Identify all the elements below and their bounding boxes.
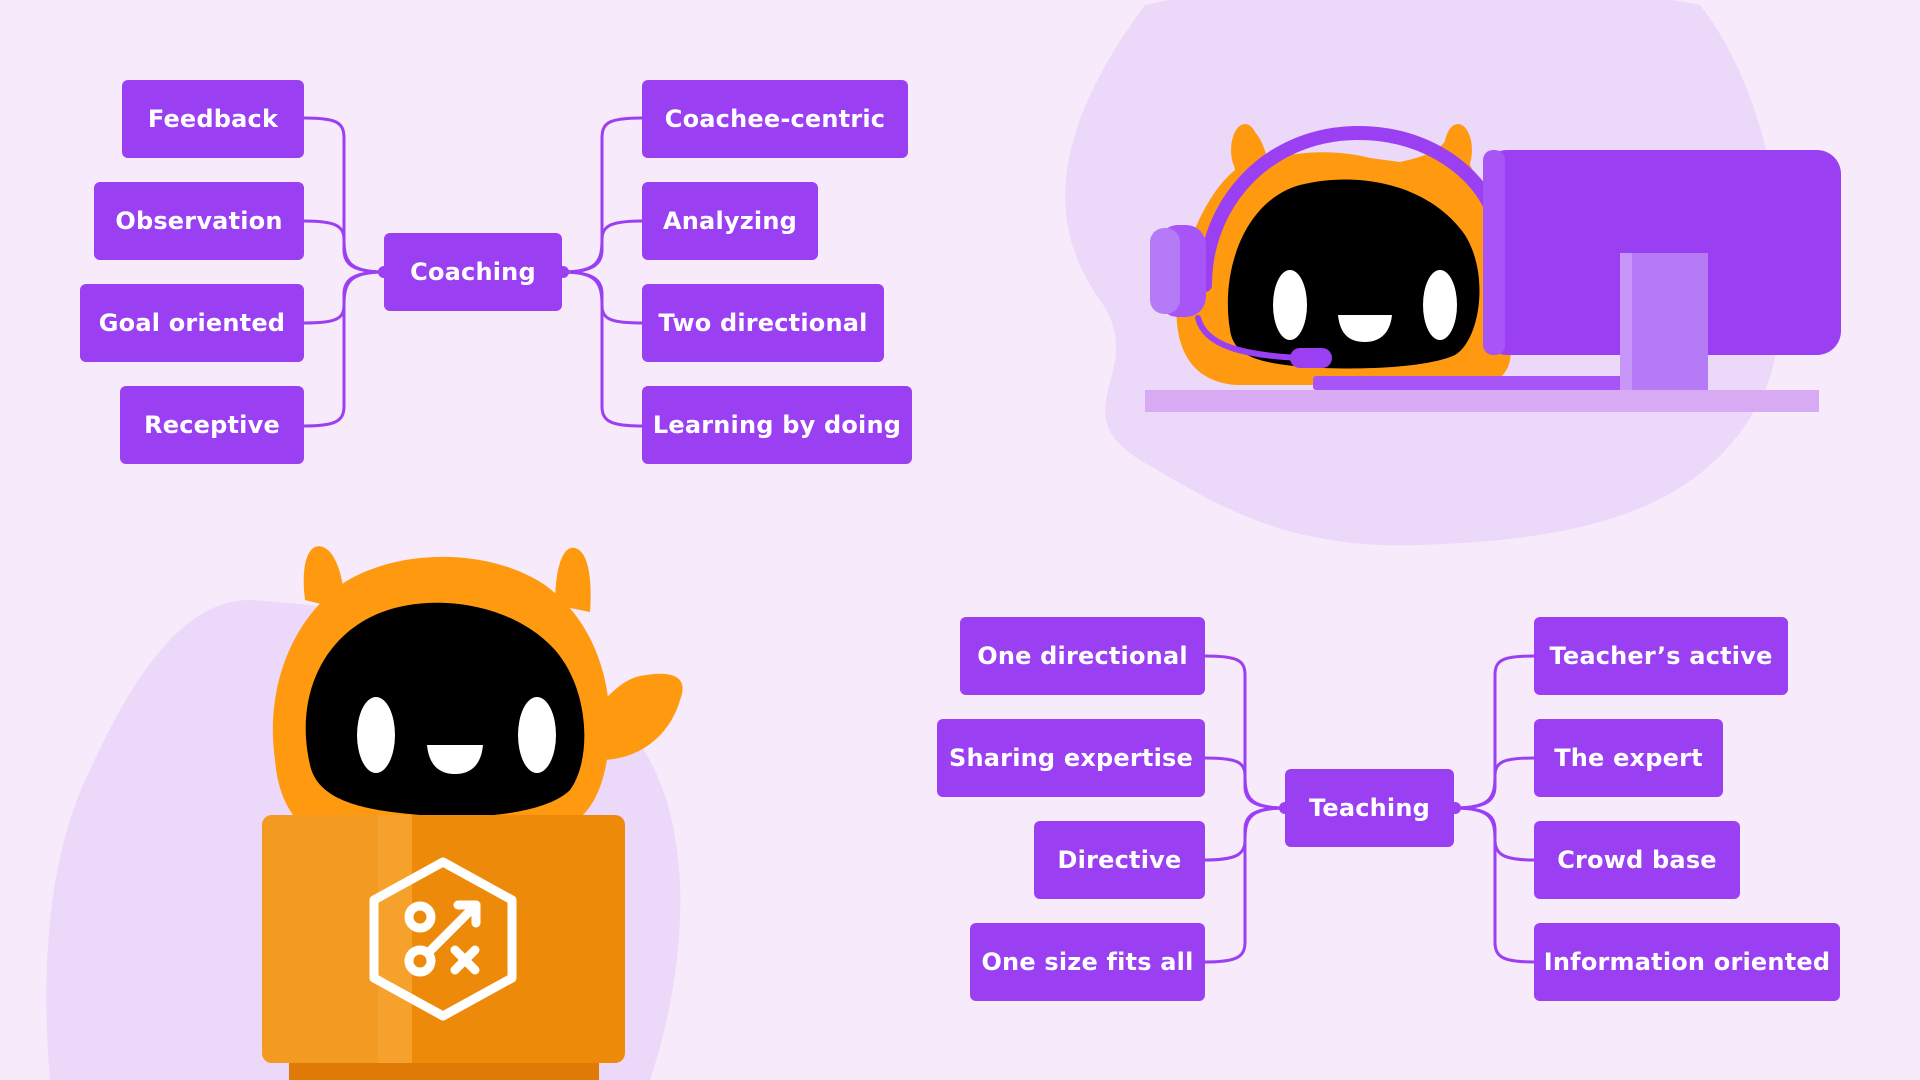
teaching-left-node-3: Directive <box>1034 821 1205 899</box>
connector-teaching-right-2 <box>1454 756 1535 810</box>
coaching-right-node-2: Analyzing <box>642 182 818 260</box>
teaching-center-node: Teaching <box>1285 769 1454 847</box>
coaching-center-node: Coaching <box>384 233 562 311</box>
connector-coaching-left-4 <box>303 270 385 428</box>
connector-teaching-left-4 <box>1204 806 1286 964</box>
connector-coaching-left-2 <box>303 219 385 274</box>
coaching-left-node-1: Feedback <box>122 80 304 158</box>
teaching-right-node-3: Crowd base <box>1534 821 1740 899</box>
connector-teaching-left-2 <box>1204 756 1286 810</box>
mascot-eye-right <box>518 697 556 773</box>
mascot-ear-right <box>555 547 591 612</box>
computer-monitor-icon <box>1483 150 1841 390</box>
coaching-left-node-2: Observation <box>94 182 304 260</box>
connector-coaching-right-2 <box>562 219 643 274</box>
connector-coaching-right-4 <box>562 270 643 428</box>
teaching-left-node-4: One size fits all <box>970 923 1205 1001</box>
mascot-smile <box>1338 315 1392 342</box>
coaching-right-node-3: Two directional <box>642 284 884 362</box>
box-strap <box>378 815 412 1063</box>
teaching-left-node-1: One directional <box>960 617 1205 695</box>
keyboard <box>1313 376 1643 390</box>
mascot-smile <box>427 745 483 774</box>
connector-teaching-right-4 <box>1454 806 1535 964</box>
box-left-panel <box>262 815 392 1063</box>
coaching-left-node-3: Goal oriented <box>80 284 304 362</box>
mascot-eye-right <box>1423 270 1457 340</box>
coaching-left-node-4: Receptive <box>120 386 304 464</box>
teaching-right-node-4: Information oriented <box>1534 923 1840 1001</box>
mascot-ear-left <box>1231 124 1259 176</box>
mascot-arm <box>585 673 683 760</box>
headset-icon <box>1150 125 1497 368</box>
strategy-hexagon-icon <box>369 857 517 1021</box>
coaching-right-node-1: Coachee-centric <box>642 80 908 158</box>
teaching-left-node-2: Sharing expertise <box>937 719 1205 797</box>
teaching-right-node-2: The expert <box>1534 719 1723 797</box>
teaching-right-node-1: Teacher’s active <box>1534 617 1788 695</box>
coaching-right-node-4: Learning by doing <box>642 386 912 464</box>
desk <box>1145 390 1819 412</box>
mascot-eye-left <box>1273 270 1307 340</box>
mascot-eye-left <box>357 697 395 773</box>
